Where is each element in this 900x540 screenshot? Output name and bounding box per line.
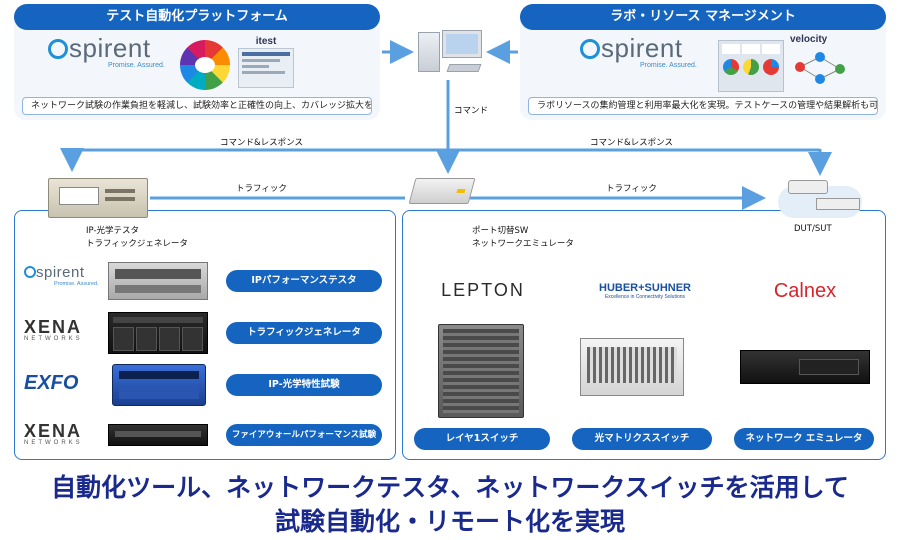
traffic-left-label: トラフィック — [236, 184, 287, 194]
right-col-2: HUBER+SUHNER Excellence in Connectivity … — [570, 270, 720, 450]
velocity-logo-box: velocity — [790, 34, 850, 92]
switch-label-2: ネットワークエミュレータ — [472, 239, 574, 249]
cmd-resp-left-label: コマンド&レスポンス — [220, 138, 303, 148]
network-emulator-device — [740, 350, 870, 384]
left-row-4: XENA NETWORKS ファイアウォールパフォーマンス試験 — [20, 416, 390, 456]
switch-icon — [816, 198, 860, 210]
dut-cloud-icon — [772, 178, 868, 222]
footer-line-2: 試験自動化・リモート化を実現 — [274, 508, 625, 536]
ip-optical-tester-device — [48, 178, 148, 218]
left-row-1: spirent Promise. Assured. IPパフォーマンステスタ — [20, 262, 390, 302]
connection-arrows — [60, 40, 832, 210]
optical-matrix-switch-device — [580, 338, 684, 396]
footer-line-1: 自動化ツール、ネットワークテスタ、ネットワークスイッチを活用して — [51, 474, 849, 502]
huber-suhner-tagline: Excellence in Connectivity Solutions — [604, 294, 686, 300]
cmd-resp-right-label: コマンド&レスポンス — [590, 138, 673, 148]
router-icon — [788, 180, 828, 194]
ip-optical-test-device — [112, 364, 206, 406]
right-col-1: LEPTON レイヤ1スイッチ — [410, 270, 556, 450]
velocity-dashboard — [718, 40, 784, 92]
lepton-logo: LEPTON — [441, 280, 525, 300]
exfo-logo: EXFO — [24, 372, 79, 394]
spirent-logo-small: spirent Promise. Assured. — [24, 264, 104, 287]
row2-logo-text: XENA — [24, 317, 83, 337]
right-col-3: Calnex ネットワーク エミュレータ — [730, 270, 880, 450]
traffic-generator-device — [108, 312, 208, 354]
velocity-logo: velocity — [790, 34, 828, 45]
pc-icon — [418, 30, 484, 78]
huber-suhner-logo: HUBER+SUHNER Excellence in Connectivity … — [570, 282, 720, 300]
traffic-generator-button[interactable]: トラフィックジェネレータ — [226, 322, 382, 344]
itest-logo: itest — [255, 36, 277, 47]
spirent-wordmark: spirent — [69, 33, 151, 63]
network-emulator-button[interactable]: ネットワーク エミュレータ — [734, 428, 874, 450]
traffic-right-label: トラフィック — [606, 184, 657, 194]
optical-matrix-switch-button[interactable]: 光マトリクススイッチ — [572, 428, 712, 450]
spirent-wordmark-right: spirent — [601, 33, 683, 63]
xena-logo-2: XENA NETWORKS — [24, 422, 104, 446]
velocity-topology-icon — [795, 52, 845, 84]
spirent-tagline: Promise. Assured. — [108, 62, 165, 69]
layer1-switch-button[interactable]: レイヤ1スイッチ — [414, 428, 550, 450]
automation-platform-description: ネットワーク試験の作業負担を軽減し、試験効率と正確性の向上、カバレッジ拡大を実現 — [22, 97, 372, 115]
ip-performance-tester-device — [108, 262, 208, 300]
itest-wheel-icon — [180, 40, 230, 90]
row1-logo-text: spirent — [36, 264, 85, 281]
left-row-2: XENA NETWORKS トラフィックジェネレータ — [20, 312, 390, 356]
firewall-tester-device — [108, 424, 208, 446]
left-row-3: EXFO IP-光学特性試験 — [20, 364, 390, 408]
xena-logo: XENA NETWORKS — [24, 318, 104, 342]
tester-label-2: トラフィックジェネレータ — [86, 239, 188, 249]
ip-performance-tester-button[interactable]: IPパフォーマンステスタ — [226, 270, 382, 292]
row1-logo-sub: Promise. Assured. — [54, 281, 99, 287]
switch-label-1: ポート切替SW — [472, 226, 529, 236]
spirent-logo: spirent Promise. Assured. — [48, 34, 178, 74]
row4-logo-text: XENA — [24, 421, 83, 441]
automation-platform-header: テスト自動化プラットフォーム — [14, 4, 380, 30]
lab-resource-header: ラボ・リソース マネージメント — [520, 4, 886, 30]
ip-optical-test-button[interactable]: IP-光学特性試験 — [226, 374, 382, 396]
itest-screenshot: itest — [236, 36, 296, 92]
spirent-logo-right: spirent Promise. Assured. — [580, 34, 710, 74]
layer1-switch-device — [438, 324, 524, 418]
firewall-performance-test-button[interactable]: ファイアウォールパフォーマンス試験 — [226, 424, 382, 446]
calnex-logo: Calnex — [773, 280, 837, 302]
port-switch-device — [408, 178, 476, 204]
command-label: コマンド — [454, 106, 489, 116]
huber-suhner-wordmark: HUBER+SUHNER — [599, 282, 691, 294]
dut-label: DUT/SUT — [794, 224, 832, 234]
tester-label-1: IP-光学テスタ — [86, 226, 140, 236]
lab-resource-description: ラボリソースの集約管理と利用率最大化を実現。テストケースの管理や結果解析も可能 — [528, 97, 878, 115]
spirent-tagline-right: Promise. Assured. — [640, 62, 697, 69]
row2-logo-sub: NETWORKS — [24, 336, 83, 342]
row4-logo-sub: NETWORKS — [24, 440, 83, 446]
